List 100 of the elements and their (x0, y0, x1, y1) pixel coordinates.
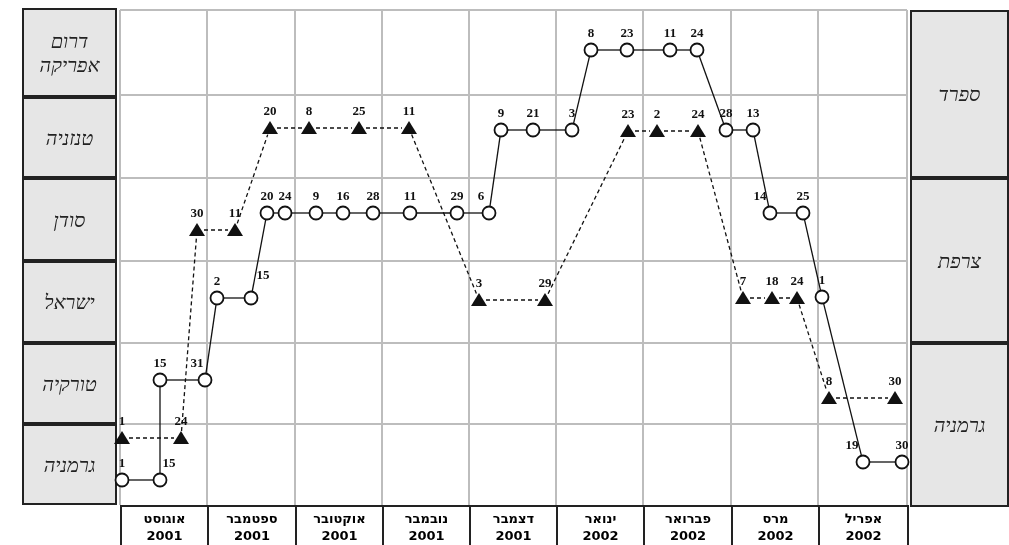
day-label: 30 (895, 438, 909, 451)
dashed-connector (634, 130, 651, 132)
day-label: 15 (153, 356, 167, 369)
day-label: 24 (690, 26, 704, 39)
day-label: 2 (213, 274, 221, 287)
connector-line (803, 219, 822, 291)
connector-line (698, 55, 725, 125)
circle-marker (402, 205, 418, 221)
day-label: 15 (162, 456, 176, 469)
day-label: 16 (336, 189, 350, 202)
day-label: 14 (753, 189, 767, 202)
day-label: 11 (403, 189, 417, 202)
dashed-connector (315, 127, 353, 129)
circle-marker (894, 454, 910, 470)
day-label: 31 (190, 356, 204, 369)
day-label: 11 (663, 26, 677, 39)
day-label: 18 (765, 274, 779, 287)
day-label: 1 (118, 456, 126, 469)
country-name: גרמניה (43, 452, 96, 477)
connector-line (349, 212, 367, 214)
day-label: 24 (174, 414, 188, 427)
circle-marker (259, 205, 275, 221)
day-label: 30 (888, 374, 902, 387)
country-name: סודן (53, 207, 86, 232)
connector-line (507, 129, 527, 131)
day-label: 28 (719, 106, 733, 119)
dashed-connector (203, 229, 229, 231)
country-label-box (22, 343, 117, 424)
circle-marker (243, 290, 259, 306)
circle-marker (335, 205, 351, 221)
dashed-connector (547, 136, 626, 295)
triangle-marker (114, 430, 130, 446)
triangle-marker (649, 123, 665, 139)
circle-marker (662, 42, 678, 58)
circle-marker (689, 42, 705, 58)
month-header: דצמבר 2001 (469, 505, 556, 545)
circle-marker (619, 42, 635, 58)
triangle-marker (764, 290, 780, 306)
connector-line (379, 212, 404, 214)
circle-marker (365, 205, 381, 221)
day-label: 29 (538, 276, 552, 289)
day-label: 2 (653, 107, 661, 120)
circle-marker (814, 289, 830, 305)
month-header: נובמבר 2001 (382, 505, 469, 545)
triangle-marker (887, 390, 903, 406)
country-label-box (910, 10, 1009, 178)
country-label-box (22, 178, 117, 261)
connector-line (776, 212, 797, 214)
country-name: טנזניה (45, 125, 94, 150)
day-label: 21 (526, 106, 540, 119)
day-label: 24 (278, 189, 292, 202)
triangle-marker (690, 123, 706, 139)
country-name: ישראל (44, 290, 95, 314)
dashed-connector (663, 130, 692, 132)
triangle-marker (301, 120, 317, 136)
dashed-connector (236, 133, 269, 225)
dashed-connector (365, 127, 403, 129)
country-label-box (22, 424, 117, 505)
day-label: 1 (818, 273, 826, 286)
triangle-marker (173, 430, 189, 446)
connector-line (539, 129, 566, 131)
month-header: מרס 2002 (731, 505, 818, 545)
circle-marker (762, 205, 778, 221)
day-label: 29 (450, 189, 464, 202)
connector-line (416, 212, 451, 214)
connector-line (273, 212, 279, 214)
circle-marker (795, 205, 811, 221)
month-header: פברואר 2002 (643, 505, 731, 545)
circle-marker (855, 454, 871, 470)
circle-marker (114, 472, 130, 488)
circle-marker (583, 42, 599, 58)
connector-line (676, 49, 691, 51)
day-label: 19 (845, 438, 859, 451)
country-label-box (22, 261, 117, 343)
triangle-marker (262, 120, 278, 136)
circle-marker (745, 122, 761, 138)
connector-line (572, 56, 591, 124)
connector-line (753, 136, 770, 207)
connector-line (322, 212, 337, 214)
triangle-marker (735, 290, 751, 306)
triangle-marker (351, 120, 367, 136)
connector-line (823, 303, 862, 456)
circle-marker (493, 122, 509, 138)
country-name: גרמניה (933, 413, 986, 437)
triangle-marker (789, 290, 805, 306)
day-label: 6 (477, 189, 485, 202)
dashed-connector (180, 236, 198, 432)
connector-line (633, 49, 664, 51)
connector-line (223, 297, 245, 299)
dashed-connector (411, 133, 477, 295)
month-header: אפריל 2002 (818, 505, 909, 545)
circle-marker (152, 372, 168, 388)
dashed-connector (778, 297, 791, 299)
triangle-marker (821, 390, 837, 406)
day-label: 23 (621, 107, 635, 120)
dashed-connector (699, 137, 742, 292)
day-label: 20 (263, 104, 277, 117)
connector-line (489, 136, 501, 207)
day-label: 9 (497, 106, 505, 119)
circle-marker (718, 122, 734, 138)
